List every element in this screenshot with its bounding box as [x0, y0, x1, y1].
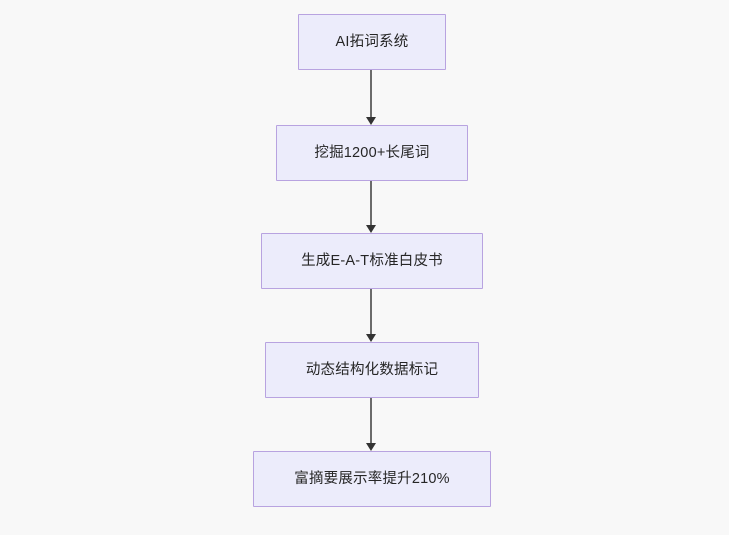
flowchart-arrowhead-2-to-3	[365, 225, 376, 233]
flowchart-node-1[interactable]: AI拓词系统	[298, 14, 446, 70]
flowchart-edge-1-to-2	[370, 70, 372, 117]
flowchart-edge-2-to-3	[370, 181, 372, 225]
flowchart-node-3-label: 生成E-A-T标准白皮书	[301, 252, 443, 269]
flowchart-node-2[interactable]: 挖掘1200+长尾词	[276, 125, 468, 181]
flowchart-node-2-label: 挖掘1200+长尾词	[314, 144, 430, 161]
flowchart-node-4-label: 动态结构化数据标记	[305, 361, 439, 378]
flowchart-edge-4-to-5	[370, 398, 372, 443]
flowchart-edge-3-to-4	[370, 289, 372, 334]
flowchart-node-4[interactable]: 动态结构化数据标记	[265, 342, 479, 398]
flowchart-arrowhead-3-to-4	[365, 334, 376, 342]
flowchart-node-1-label: AI拓词系统	[335, 33, 409, 50]
flowchart-arrowhead-4-to-5	[365, 443, 376, 451]
flowchart-node-5-label: 富摘要展示率提升210%	[294, 470, 450, 487]
flowchart-node-5[interactable]: 富摘要展示率提升210%	[253, 451, 491, 507]
flowchart-arrowhead-1-to-2	[365, 117, 376, 125]
flowchart-node-3[interactable]: 生成E-A-T标准白皮书	[261, 233, 483, 289]
